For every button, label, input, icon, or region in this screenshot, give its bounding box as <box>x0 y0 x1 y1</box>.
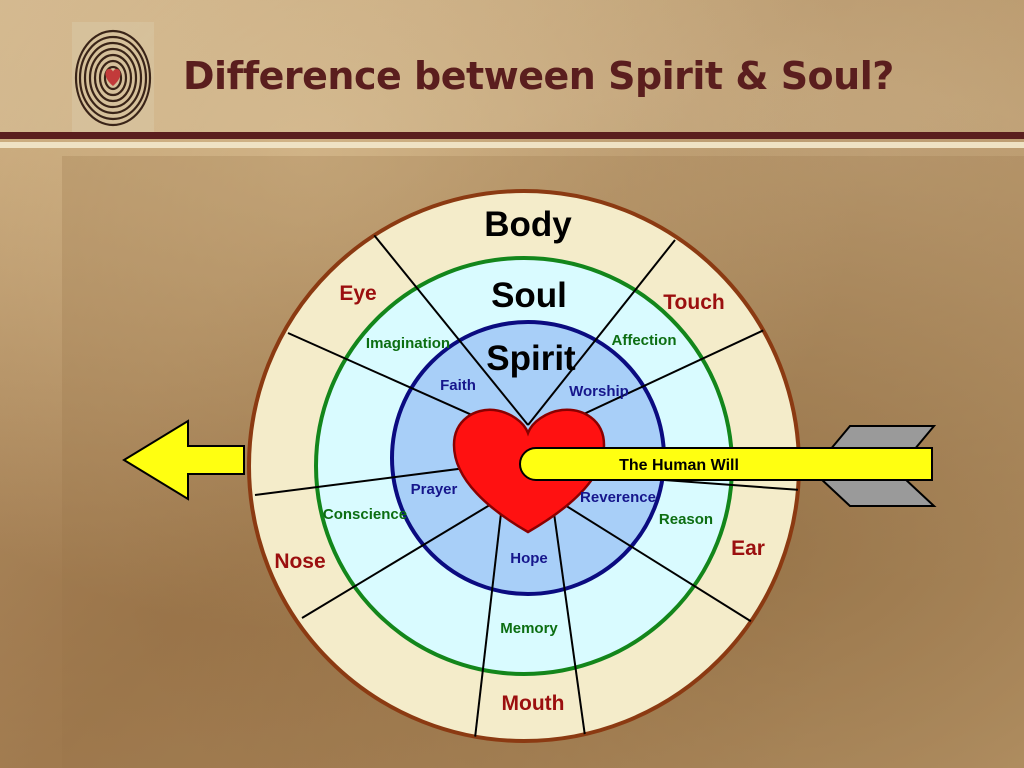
spirit-hope-label: Hope <box>510 550 548 567</box>
soul-conscience-label: Conscience <box>323 506 407 523</box>
soul-reason-label: Reason <box>659 511 713 528</box>
region-soul-label: Soul <box>491 276 567 315</box>
region-body-label: Body <box>484 205 572 244</box>
spirit-prayer-label: Prayer <box>411 481 458 498</box>
human-will-label: The Human Will <box>619 457 739 474</box>
divider-soul-touch <box>527 239 676 426</box>
fingerprint-heart-icon <box>72 22 154 132</box>
arrow-left-icon <box>122 419 245 501</box>
slide-title: Difference between Spirit & Soul? <box>183 54 894 98</box>
sense-nose-label: Nose <box>274 550 325 573</box>
human-will-arrow-shaft <box>519 447 933 481</box>
divider-eye-soul <box>373 234 529 426</box>
soul-affection-label: Affection <box>612 332 677 349</box>
header-band <box>0 0 1024 134</box>
region-spirit-label: Spirit <box>486 339 576 378</box>
sense-ear-label: Ear <box>731 537 765 560</box>
soul-memory-label: Memory <box>500 620 558 637</box>
spirit-faith-label: Faith <box>440 377 476 394</box>
header-rule-light <box>0 142 1024 148</box>
spirit-reverence-label: Reverence <box>580 489 656 506</box>
sense-touch-label: Touch <box>663 291 724 314</box>
spirit-worship-label: Worship <box>569 383 629 400</box>
header-rule-dark <box>0 132 1024 139</box>
soul-imagination-label: Imagination <box>366 335 450 352</box>
sense-eye-label: Eye <box>339 282 376 305</box>
sense-mouth-label: Mouth <box>502 692 565 715</box>
